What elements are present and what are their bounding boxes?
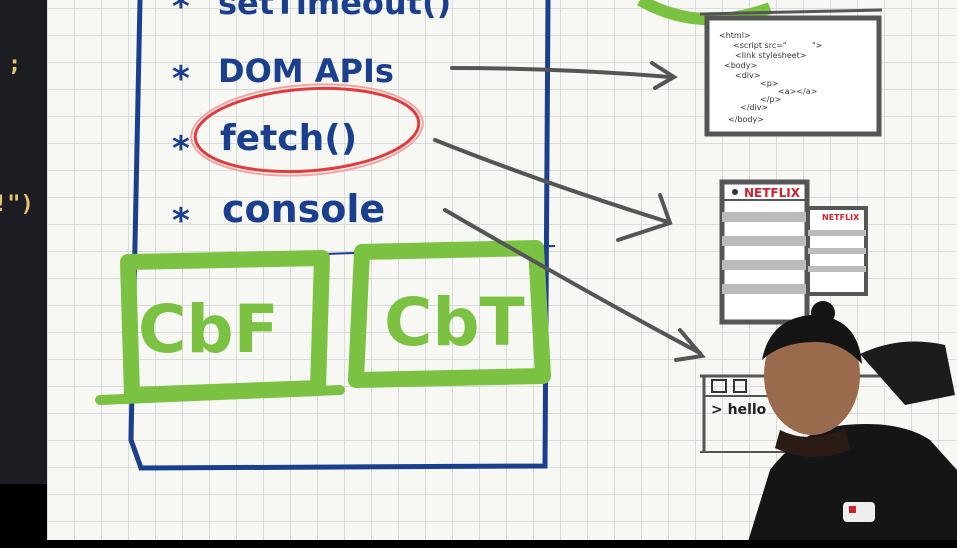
bullet-3: * xyxy=(172,129,190,169)
whiteboard-drawing: * setTimeout() * DOM APIs * fetch() * co… xyxy=(95,0,957,548)
item-fetch: fetch() xyxy=(220,118,357,159)
doc-line-script: <script src=" xyxy=(733,41,787,50)
code-editor-strip: ; !") xyxy=(0,0,47,484)
doc-line-body-close: </body> xyxy=(728,115,764,124)
item-dom-apis: DOM APIs xyxy=(218,52,394,90)
arrow-dom-apis xyxy=(450,66,672,79)
html-document-sketch: <html> <script src=" "> <link stylesheet… xyxy=(699,8,883,137)
item-settimeout: setTimeout() xyxy=(218,0,451,22)
editor-semicolon: ; xyxy=(8,52,22,77)
bullet-1: * xyxy=(172,0,190,27)
callback-box-cbf: CbF xyxy=(95,250,345,405)
cbt-label: CbT xyxy=(384,284,525,361)
presenter-webcam xyxy=(746,301,957,548)
doc-line-link: <link stylesheet> xyxy=(735,51,807,60)
bullet-4: * xyxy=(172,201,190,241)
doc-line-p-close: </p> xyxy=(760,95,781,104)
doc-line-html: <html> xyxy=(719,31,751,40)
item-console: console xyxy=(222,187,385,231)
arrow-console xyxy=(443,208,702,355)
console-output: > hello xyxy=(711,402,767,418)
arrows xyxy=(433,61,706,362)
netflix-logo: NETFLIX xyxy=(744,186,801,200)
arrow-fetch xyxy=(433,138,670,224)
whiteboard: * setTimeout() * DOM APIs * fetch() * co… xyxy=(47,0,957,548)
arrow-console-head xyxy=(674,328,706,362)
editor-string-end: !") xyxy=(0,192,34,217)
arrow-dom-apis-head xyxy=(650,61,678,90)
fetch-highlight-circle xyxy=(193,86,421,174)
doc-line-script-end: "> xyxy=(812,41,822,50)
doc-line-p: <p> xyxy=(760,79,778,88)
doc-line-body: <body> xyxy=(724,61,757,70)
netflix-request-sketch: NETFLIX NETFLIX xyxy=(719,179,868,325)
netflix-logo-small: NETFLIX xyxy=(822,213,860,222)
frame-bottom-bar xyxy=(0,540,957,548)
cbf-label: CbF xyxy=(138,291,279,368)
arrow-fetch-head xyxy=(616,193,673,242)
doc-line-div-close: </div> xyxy=(740,103,768,112)
doc-line-a: <a></a> xyxy=(778,87,817,96)
doc-line-div: <div> xyxy=(735,71,760,80)
fetch-highlight-glow xyxy=(190,83,424,177)
bullet-2: * xyxy=(172,59,190,99)
callback-box-cbt: CbT xyxy=(348,240,551,388)
